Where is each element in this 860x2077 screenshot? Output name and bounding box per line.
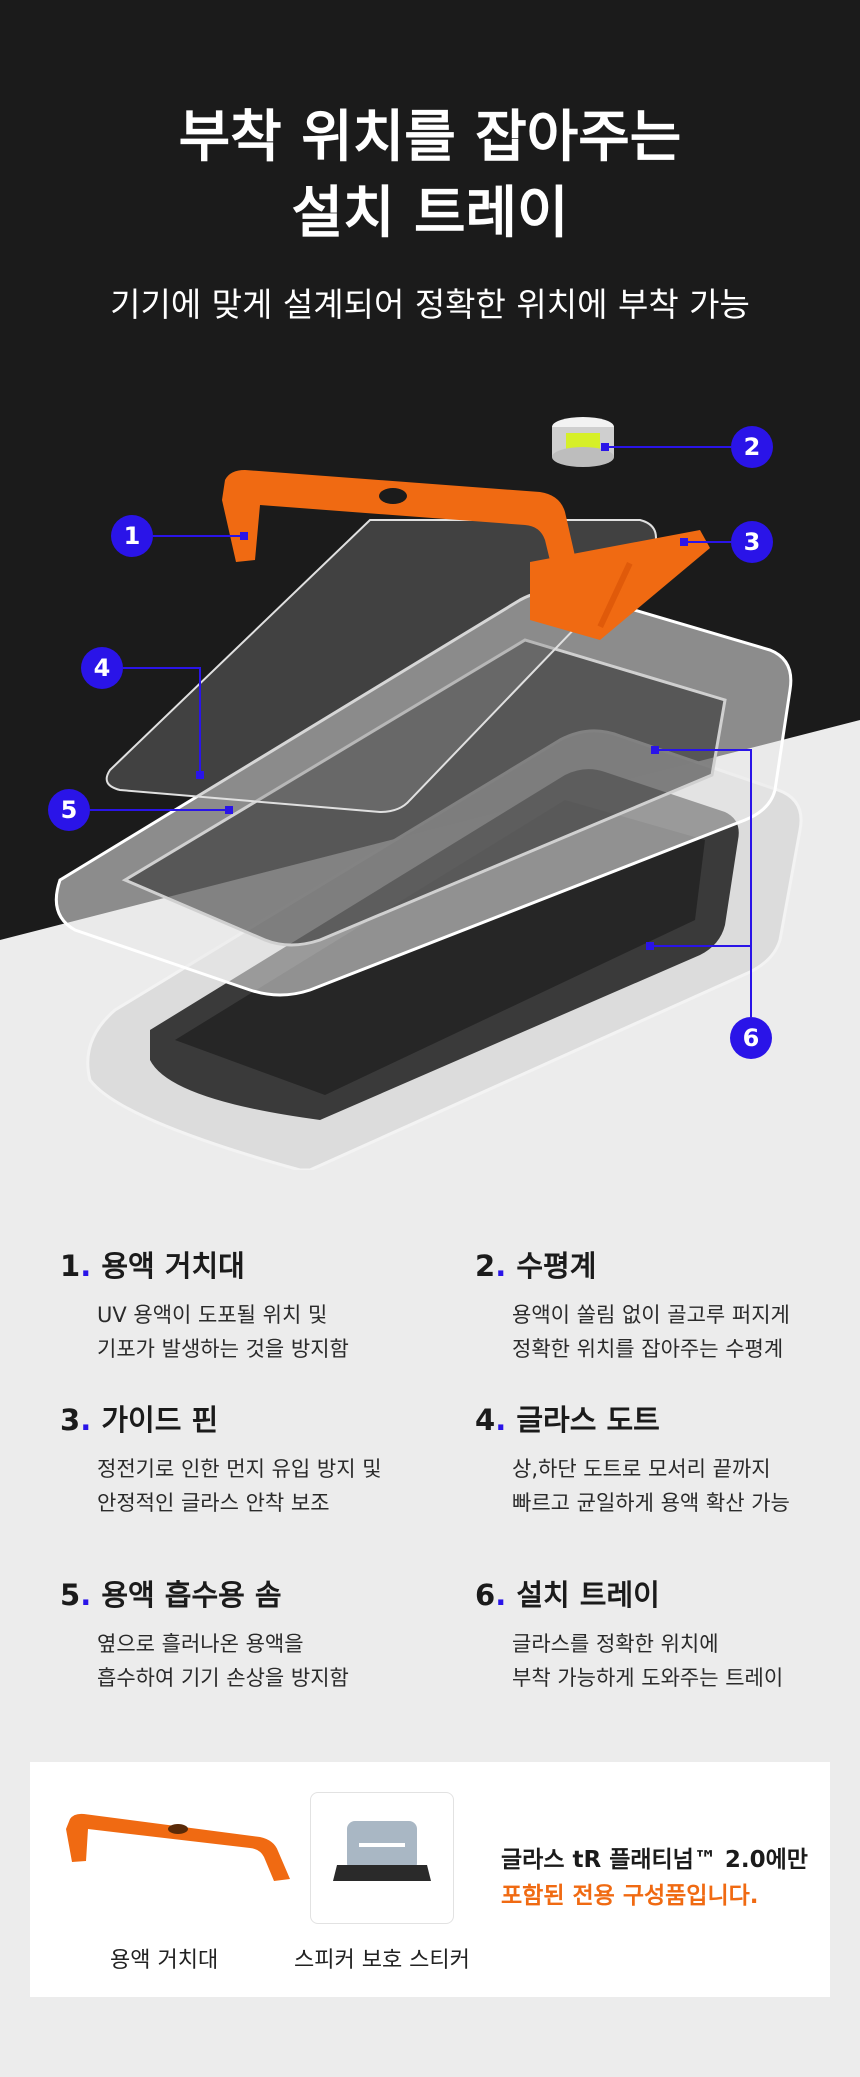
feature-title: 가이드 핀 xyxy=(101,1403,219,1437)
promo-line-1: 글라스 tR 플래티넘™ 2.0에만 xyxy=(501,1847,808,1873)
feature-title: 수평계 xyxy=(516,1249,597,1283)
feature-number: 4 xyxy=(475,1403,496,1437)
speaker-sticker-label: 스피커 보호 스티커 xyxy=(294,1948,470,1973)
callout-3: 3 xyxy=(731,521,773,563)
feature-number: 3 xyxy=(60,1403,81,1437)
feature-dot: . xyxy=(80,1403,92,1437)
feature-dot: . xyxy=(495,1403,507,1437)
solution-holder xyxy=(222,470,585,602)
feature-number: 5 xyxy=(60,1578,81,1612)
feature-number: 2 xyxy=(475,1249,496,1283)
included-components-box: 용액 거치대 스피커 보호 스티커 글라스 tR 플래티넘™ 2.0에만 포함된… xyxy=(30,1762,830,1997)
speaker-sticker-image xyxy=(333,1821,431,1881)
feature-dot: . xyxy=(80,1249,92,1283)
feature-title: 설치 트레이 xyxy=(516,1578,660,1612)
feature-dot: . xyxy=(495,1578,507,1612)
callout-1: 1 xyxy=(111,515,153,557)
title-line-1: 부착 위치를 잡아주는 xyxy=(178,105,682,170)
promo-text: 글라스 tR 플래티넘™ 2.0에만 포함된 전용 구성품입니다. xyxy=(501,1842,808,1914)
callout-2: 2 xyxy=(731,426,773,468)
callout-dots xyxy=(196,443,688,950)
feature-dot: . xyxy=(495,1249,507,1283)
title-line-2: 설치 트레이 xyxy=(291,181,569,246)
feature-title: 용액 거치대 xyxy=(101,1249,245,1283)
feature-title: 글라스 도트 xyxy=(516,1403,660,1437)
feature-dot: . xyxy=(80,1578,92,1612)
callout-6: 6 xyxy=(730,1017,772,1059)
feature-number: 6 xyxy=(475,1578,496,1612)
guide-pin xyxy=(530,530,710,640)
feature-title: 용액 흡수용 솜 xyxy=(101,1578,282,1612)
page-title: 부착 위치를 잡아주는 설치 트레이 xyxy=(0,100,860,252)
level-gauge xyxy=(552,417,614,467)
solution-holder-image xyxy=(66,1813,290,1881)
hero-section: 부착 위치를 잡아주는 설치 트레이 기기에 맞게 설계되어 정확한 위치에 부… xyxy=(0,0,860,1170)
page-subtitle: 기기에 맞게 설계되어 정확한 위치에 부착 가능 xyxy=(110,285,750,324)
callout-5: 5 xyxy=(48,789,90,831)
callout-4: 4 xyxy=(81,647,123,689)
solution-holder-label: 용액 거치대 xyxy=(110,1948,219,1973)
product-illustration xyxy=(54,417,801,1170)
speaker-sticker-card xyxy=(310,1792,454,1924)
glass-sheet xyxy=(105,519,657,814)
feature-number: 1 xyxy=(60,1249,81,1283)
promo-line-2: 포함된 전용 구성품입니다. xyxy=(501,1883,759,1909)
callout-leader-lines xyxy=(90,446,752,1017)
